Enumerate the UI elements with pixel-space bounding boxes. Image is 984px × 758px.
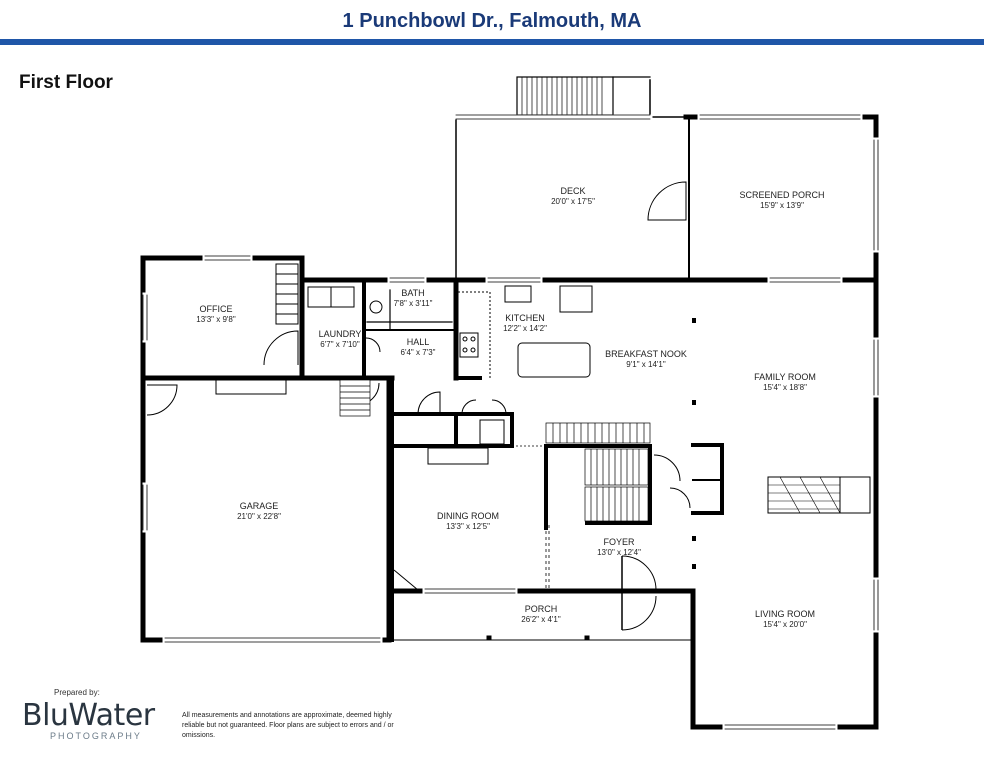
- svg-text:12'2" x 14'2": 12'2" x 14'2": [503, 324, 547, 333]
- disclaimer-text: All measurements and annotations are app…: [182, 712, 394, 739]
- svg-text:BATH: BATH: [401, 288, 424, 298]
- svg-text:PORCH: PORCH: [525, 604, 558, 614]
- svg-text:15'4" x 18'8": 15'4" x 18'8": [763, 383, 807, 392]
- svg-text:FAMILY ROOM: FAMILY ROOM: [754, 372, 816, 382]
- room-label-screened-porch: SCREENED PORCH 15'9" x 13'9": [739, 190, 824, 210]
- walls: [140, 76, 879, 730]
- svg-text:BREAKFAST NOOK: BREAKFAST NOOK: [605, 349, 687, 359]
- header-rule: [0, 39, 984, 45]
- prepared-by-label: Prepared by:: [54, 688, 100, 697]
- svg-text:LAUNDRY: LAUNDRY: [319, 329, 362, 339]
- deck-stairs: [516, 76, 651, 116]
- svg-text:13'3" x 9'8": 13'3" x 9'8": [196, 315, 236, 324]
- svg-text:9'1" x 14'1": 9'1" x 14'1": [626, 360, 666, 369]
- page-title: 1 Punchbowl Dr., Falmouth, MA: [342, 10, 642, 32]
- svg-text:15'9" x 13'9": 15'9" x 13'9": [760, 201, 804, 210]
- svg-text:LIVING ROOM: LIVING ROOM: [755, 609, 815, 619]
- svg-text:7'8" x 3'11": 7'8" x 3'11": [394, 299, 433, 308]
- svg-text:6'4" x 7'3": 6'4" x 7'3": [401, 348, 436, 357]
- svg-text:13'3" x 12'5": 13'3" x 12'5": [446, 522, 490, 531]
- fixtures: [215, 263, 871, 590]
- svg-text:20'0" x 17'5": 20'0" x 17'5": [551, 197, 595, 206]
- svg-text:OFFICE: OFFICE: [200, 304, 233, 314]
- room-label-kitchen: KITCHEN 12'2" x 14'2": [503, 313, 547, 333]
- svg-text:26'2" x 4'1": 26'2" x 4'1": [521, 615, 561, 624]
- room-label-laundry: LAUNDRY 6'7" x 7'10": [319, 329, 362, 349]
- room-label-office: OFFICE 13'3" x 9'8": [196, 304, 236, 324]
- room-label-family-room: FAMILY ROOM 15'4" x 18'8": [754, 372, 816, 392]
- room-label-dining-room: DINING ROOM 13'3" x 12'5": [437, 511, 499, 531]
- room-label-bath: BATH 7'8" x 3'11": [394, 288, 433, 308]
- interior-stairs: [339, 379, 651, 522]
- svg-text:GARAGE: GARAGE: [240, 501, 279, 511]
- svg-text:6'7" x 7'10": 6'7" x 7'10": [320, 340, 360, 349]
- wall-posts: [692, 318, 696, 569]
- svg-text:15'4" x 20'0": 15'4" x 20'0": [763, 620, 807, 629]
- svg-text:21'0" x 22'8": 21'0" x 22'8": [237, 512, 281, 521]
- svg-text:FOYER: FOYER: [603, 537, 635, 547]
- room-label-hall: HALL 6'4" x 7'3": [401, 337, 436, 357]
- floor-label: First Floor: [19, 72, 113, 93]
- door-swings: [146, 181, 691, 631]
- svg-text:DINING ROOM: DINING ROOM: [437, 511, 499, 521]
- svg-text:DECK: DECK: [560, 186, 585, 196]
- svg-text:HALL: HALL: [407, 337, 430, 347]
- room-label-porch: PORCH 26'2" x 4'1": [521, 604, 561, 624]
- brand-logo: BluWater: [22, 698, 155, 733]
- room-label-garage: GARAGE 21'0" x 22'8": [237, 501, 281, 521]
- room-label-living-room: LIVING ROOM 15'4" x 20'0": [755, 609, 815, 629]
- brand-subtitle: PHOTOGRAPHY: [50, 731, 142, 741]
- room-label-breakfast-nook: BREAKFAST NOOK 9'1" x 14'1": [605, 349, 687, 369]
- svg-text:SCREENED PORCH: SCREENED PORCH: [739, 190, 824, 200]
- svg-text:KITCHEN: KITCHEN: [505, 313, 545, 323]
- room-label-foyer: FOYER 13'0" x 12'4": [597, 537, 641, 557]
- porch-outline: [392, 635, 693, 641]
- room-label-deck: DECK 20'0" x 17'5": [551, 186, 595, 206]
- svg-text:13'0" x 12'4": 13'0" x 12'4": [597, 548, 641, 557]
